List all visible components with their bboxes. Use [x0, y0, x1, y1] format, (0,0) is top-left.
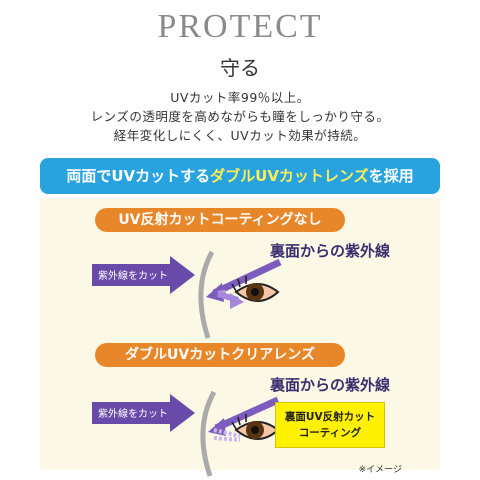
page-subtitle: 守る	[220, 56, 260, 80]
description-line-2: レンズの透明度を高めながらも瞳をしっかり守る。	[90, 109, 390, 124]
page-title: PROTECT	[157, 8, 323, 45]
section2-eye-icon	[231, 414, 280, 440]
section1-eye-icon	[231, 276, 280, 302]
image-note: ※イメージ	[358, 465, 402, 475]
coating-callout: 裏面UV反射カット コーティング	[275, 402, 385, 448]
description-line-3: 経年変化しにくく、UVカット効果が持続。	[113, 128, 367, 143]
banner-text-pre: 両面でUVカットする	[66, 167, 211, 185]
coating-callout-line-2: コーティング	[298, 427, 362, 439]
section1-rear-uv-arrows	[206, 258, 282, 309]
section1-title: UV反射カットコーティングなし	[95, 208, 345, 232]
section2-rear-uv-arrows	[208, 396, 280, 442]
banner-text-post: を採用	[368, 167, 414, 185]
section1-arrow-label: 紫外線をカット	[98, 269, 168, 282]
section2-rear-uv-label: 裏面からの紫外線	[269, 376, 390, 394]
description: UVカット率99％以上。 レンズの透明度を高めながらも瞳をしっかり守る。 経年変…	[0, 88, 480, 145]
section1-front-uv-arrow: 紫外線をカット	[92, 256, 195, 294]
section2-lens	[200, 390, 217, 477]
section2-arrow-label: 紫外線をカット	[98, 407, 168, 420]
description-line-1: UVカット率99％以上。	[170, 90, 310, 105]
coating-callout-line-1: 裏面UV反射カット	[284, 411, 376, 423]
section1-lens	[198, 250, 215, 339]
feature-banner: 両面でUVカットするダブルUVカットレンズを採用	[40, 158, 440, 194]
section2-title: ダブルUVカットクリアレンズ	[95, 343, 345, 367]
section1-rear-uv-label: 裏面からの紫外線	[269, 242, 390, 260]
banner-highlight: ダブルUVカットレンズ	[210, 167, 369, 185]
section2-front-uv-arrow: 紫外線をカット	[92, 394, 195, 432]
